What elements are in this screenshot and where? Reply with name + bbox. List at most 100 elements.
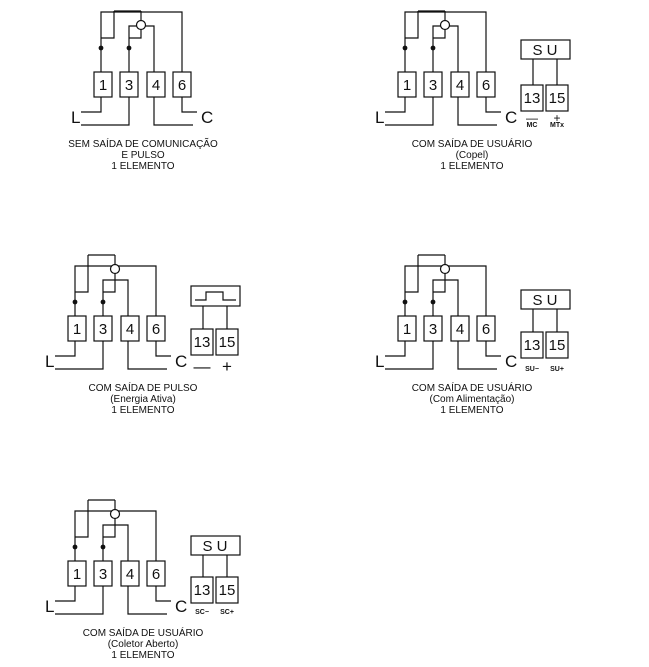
terminal-6: 6 bbox=[476, 71, 496, 98]
terminal-3: 3 bbox=[93, 315, 113, 342]
svg-text:1 ELEMENTO: 1 ELEMENTO bbox=[111, 405, 174, 416]
svg-text:6: 6 bbox=[178, 77, 186, 94]
svg-text:1 ELEMENTO: 1 ELEMENTO bbox=[111, 650, 174, 661]
terminal-4: 4 bbox=[450, 71, 470, 98]
terminal-3: 3 bbox=[119, 71, 139, 98]
su-output-block: S U 13 15 — + MC MTx bbox=[520, 39, 571, 129]
svg-text:1: 1 bbox=[99, 77, 107, 94]
sign-plus: + bbox=[553, 111, 560, 125]
svg-text:6: 6 bbox=[152, 321, 160, 338]
terminal-3: 3 bbox=[423, 315, 443, 342]
svg-text:3: 3 bbox=[429, 321, 437, 338]
output-terminal-13: 13 bbox=[524, 337, 541, 354]
su-header: S U bbox=[532, 292, 557, 309]
su-header: S U bbox=[202, 538, 227, 555]
svg-text:1 ELEMENTO: 1 ELEMENTO bbox=[440, 405, 503, 416]
terminal-1: 1 bbox=[67, 560, 87, 587]
svg-text:4: 4 bbox=[152, 77, 160, 94]
sub-label-mc: MC bbox=[527, 122, 538, 129]
caption-4: COM SAÍDA DE USUÁRIO (Com Alimentação) 1… bbox=[412, 381, 533, 416]
output-terminal-15: 15 bbox=[549, 337, 566, 354]
svg-text:1 ELEMENTO: 1 ELEMENTO bbox=[440, 161, 503, 172]
wiring bbox=[385, 10, 501, 126]
svg-text:SEM SAÍDA DE COMUNICAÇÃO: SEM SAÍDA DE COMUNICAÇÃO bbox=[68, 137, 218, 150]
label-C: C bbox=[201, 108, 213, 127]
sign-minus: — bbox=[194, 357, 211, 376]
svg-text:E PULSO: E PULSO bbox=[121, 150, 165, 161]
terminal-6: 6 bbox=[476, 315, 496, 342]
terminal-6: 6 bbox=[172, 71, 192, 98]
svg-text:6: 6 bbox=[482, 321, 490, 338]
svg-text:4: 4 bbox=[456, 321, 464, 338]
svg-text:COM SAÍDA DE PULSO: COM SAÍDA DE PULSO bbox=[89, 381, 198, 394]
sign-plus: + bbox=[222, 357, 232, 376]
svg-text:3: 3 bbox=[429, 77, 437, 94]
svg-text:(Copel): (Copel) bbox=[456, 150, 489, 161]
svg-text:6: 6 bbox=[482, 77, 490, 94]
output-terminal-15: 15 bbox=[219, 582, 236, 599]
su-output-block: S U 13 15 SC− SC+ bbox=[190, 535, 241, 616]
terminal-1: 1 bbox=[397, 71, 417, 98]
terminal-6: 6 bbox=[146, 315, 166, 342]
sub-label-sc-plus: SC+ bbox=[220, 609, 234, 616]
sub-label-su-plus: SU+ bbox=[550, 366, 564, 373]
wiring bbox=[55, 254, 171, 370]
output-terminal-15: 15 bbox=[549, 90, 566, 107]
sub-label-su-minus: SU− bbox=[525, 366, 539, 373]
svg-text:6: 6 bbox=[152, 566, 160, 583]
diagram-3: 1 3 4 6 L C 13 15 — + bbox=[45, 254, 241, 376]
terminal-1: 1 bbox=[93, 71, 113, 98]
output-terminal-13: 13 bbox=[194, 582, 211, 599]
terminal-4: 4 bbox=[450, 315, 470, 342]
svg-text:COM SAÍDA DE USUÁRIO: COM SAÍDA DE USUÁRIO bbox=[412, 381, 533, 394]
svg-text:4: 4 bbox=[456, 77, 464, 94]
svg-text:1: 1 bbox=[73, 321, 81, 338]
output-terminal-13: 13 bbox=[524, 90, 541, 107]
svg-text:3: 3 bbox=[99, 321, 107, 338]
diagram-1: 1 3 4 6 L C bbox=[71, 10, 213, 127]
terminal-1: 1 bbox=[397, 315, 417, 342]
terminal-4: 4 bbox=[120, 315, 140, 342]
svg-text:(Energia Ativa): (Energia Ativa) bbox=[110, 394, 176, 405]
label-L: L bbox=[375, 352, 384, 371]
svg-text:(Com Alimentação): (Com Alimentação) bbox=[429, 394, 514, 405]
label-L: L bbox=[375, 108, 384, 127]
terminal-4: 4 bbox=[120, 560, 140, 587]
svg-text:(Coletor Aberto): (Coletor Aberto) bbox=[108, 639, 179, 650]
wiring bbox=[385, 254, 501, 370]
caption-5: COM SAÍDA DE USUÁRIO (Coletor Aberto) 1 … bbox=[83, 626, 204, 661]
label-C: C bbox=[505, 108, 517, 127]
terminal-1: 1 bbox=[67, 315, 87, 342]
svg-text:1: 1 bbox=[403, 77, 411, 94]
label-C: C bbox=[175, 352, 187, 371]
caption-1: SEM SAÍDA DE COMUNICAÇÃO E PULSO 1 ELEME… bbox=[68, 137, 218, 172]
sub-label-mtx: MTx bbox=[550, 122, 564, 129]
label-C: C bbox=[175, 597, 187, 616]
caption-3: COM SAÍDA DE PULSO (Energia Ativa) 1 ELE… bbox=[89, 381, 198, 416]
wiring bbox=[55, 499, 171, 615]
output-terminal-15: 15 bbox=[219, 334, 236, 351]
svg-text:1: 1 bbox=[403, 321, 411, 338]
sub-label-sc-minus: SC− bbox=[195, 609, 209, 616]
svg-text:COM SAÍDA DE USUÁRIO: COM SAÍDA DE USUÁRIO bbox=[412, 137, 533, 150]
caption-2: COM SAÍDA DE USUÁRIO (Copel) 1 ELEMENTO bbox=[412, 137, 533, 172]
sign-minus: — bbox=[526, 111, 538, 125]
svg-text:4: 4 bbox=[126, 566, 134, 583]
svg-text:1: 1 bbox=[73, 566, 81, 583]
pulse-output-block: 13 15 — + bbox=[190, 285, 241, 376]
terminal-4: 4 bbox=[146, 71, 166, 98]
diagram-5: 1 3 4 6 L C S U 13 15 SC− SC+ bbox=[45, 499, 241, 616]
diagram-2: 1 3 4 6 L C S U 13 15 — + MC MTx bbox=[375, 10, 571, 129]
wiring bbox=[81, 10, 197, 126]
diagram-4: 1 3 4 6 L C S U 13 15 SU− SU+ bbox=[375, 254, 571, 373]
output-terminal-13: 13 bbox=[194, 334, 211, 351]
su-output-block: S U 13 15 SU− SU+ bbox=[520, 289, 571, 373]
svg-text:3: 3 bbox=[99, 566, 107, 583]
pulse-waveform-icon bbox=[195, 291, 236, 301]
svg-text:4: 4 bbox=[126, 321, 134, 338]
svg-text:1 ELEMENTO: 1 ELEMENTO bbox=[111, 161, 174, 172]
terminal-3: 3 bbox=[93, 560, 113, 587]
label-L: L bbox=[71, 108, 80, 127]
terminal-6: 6 bbox=[146, 560, 166, 587]
